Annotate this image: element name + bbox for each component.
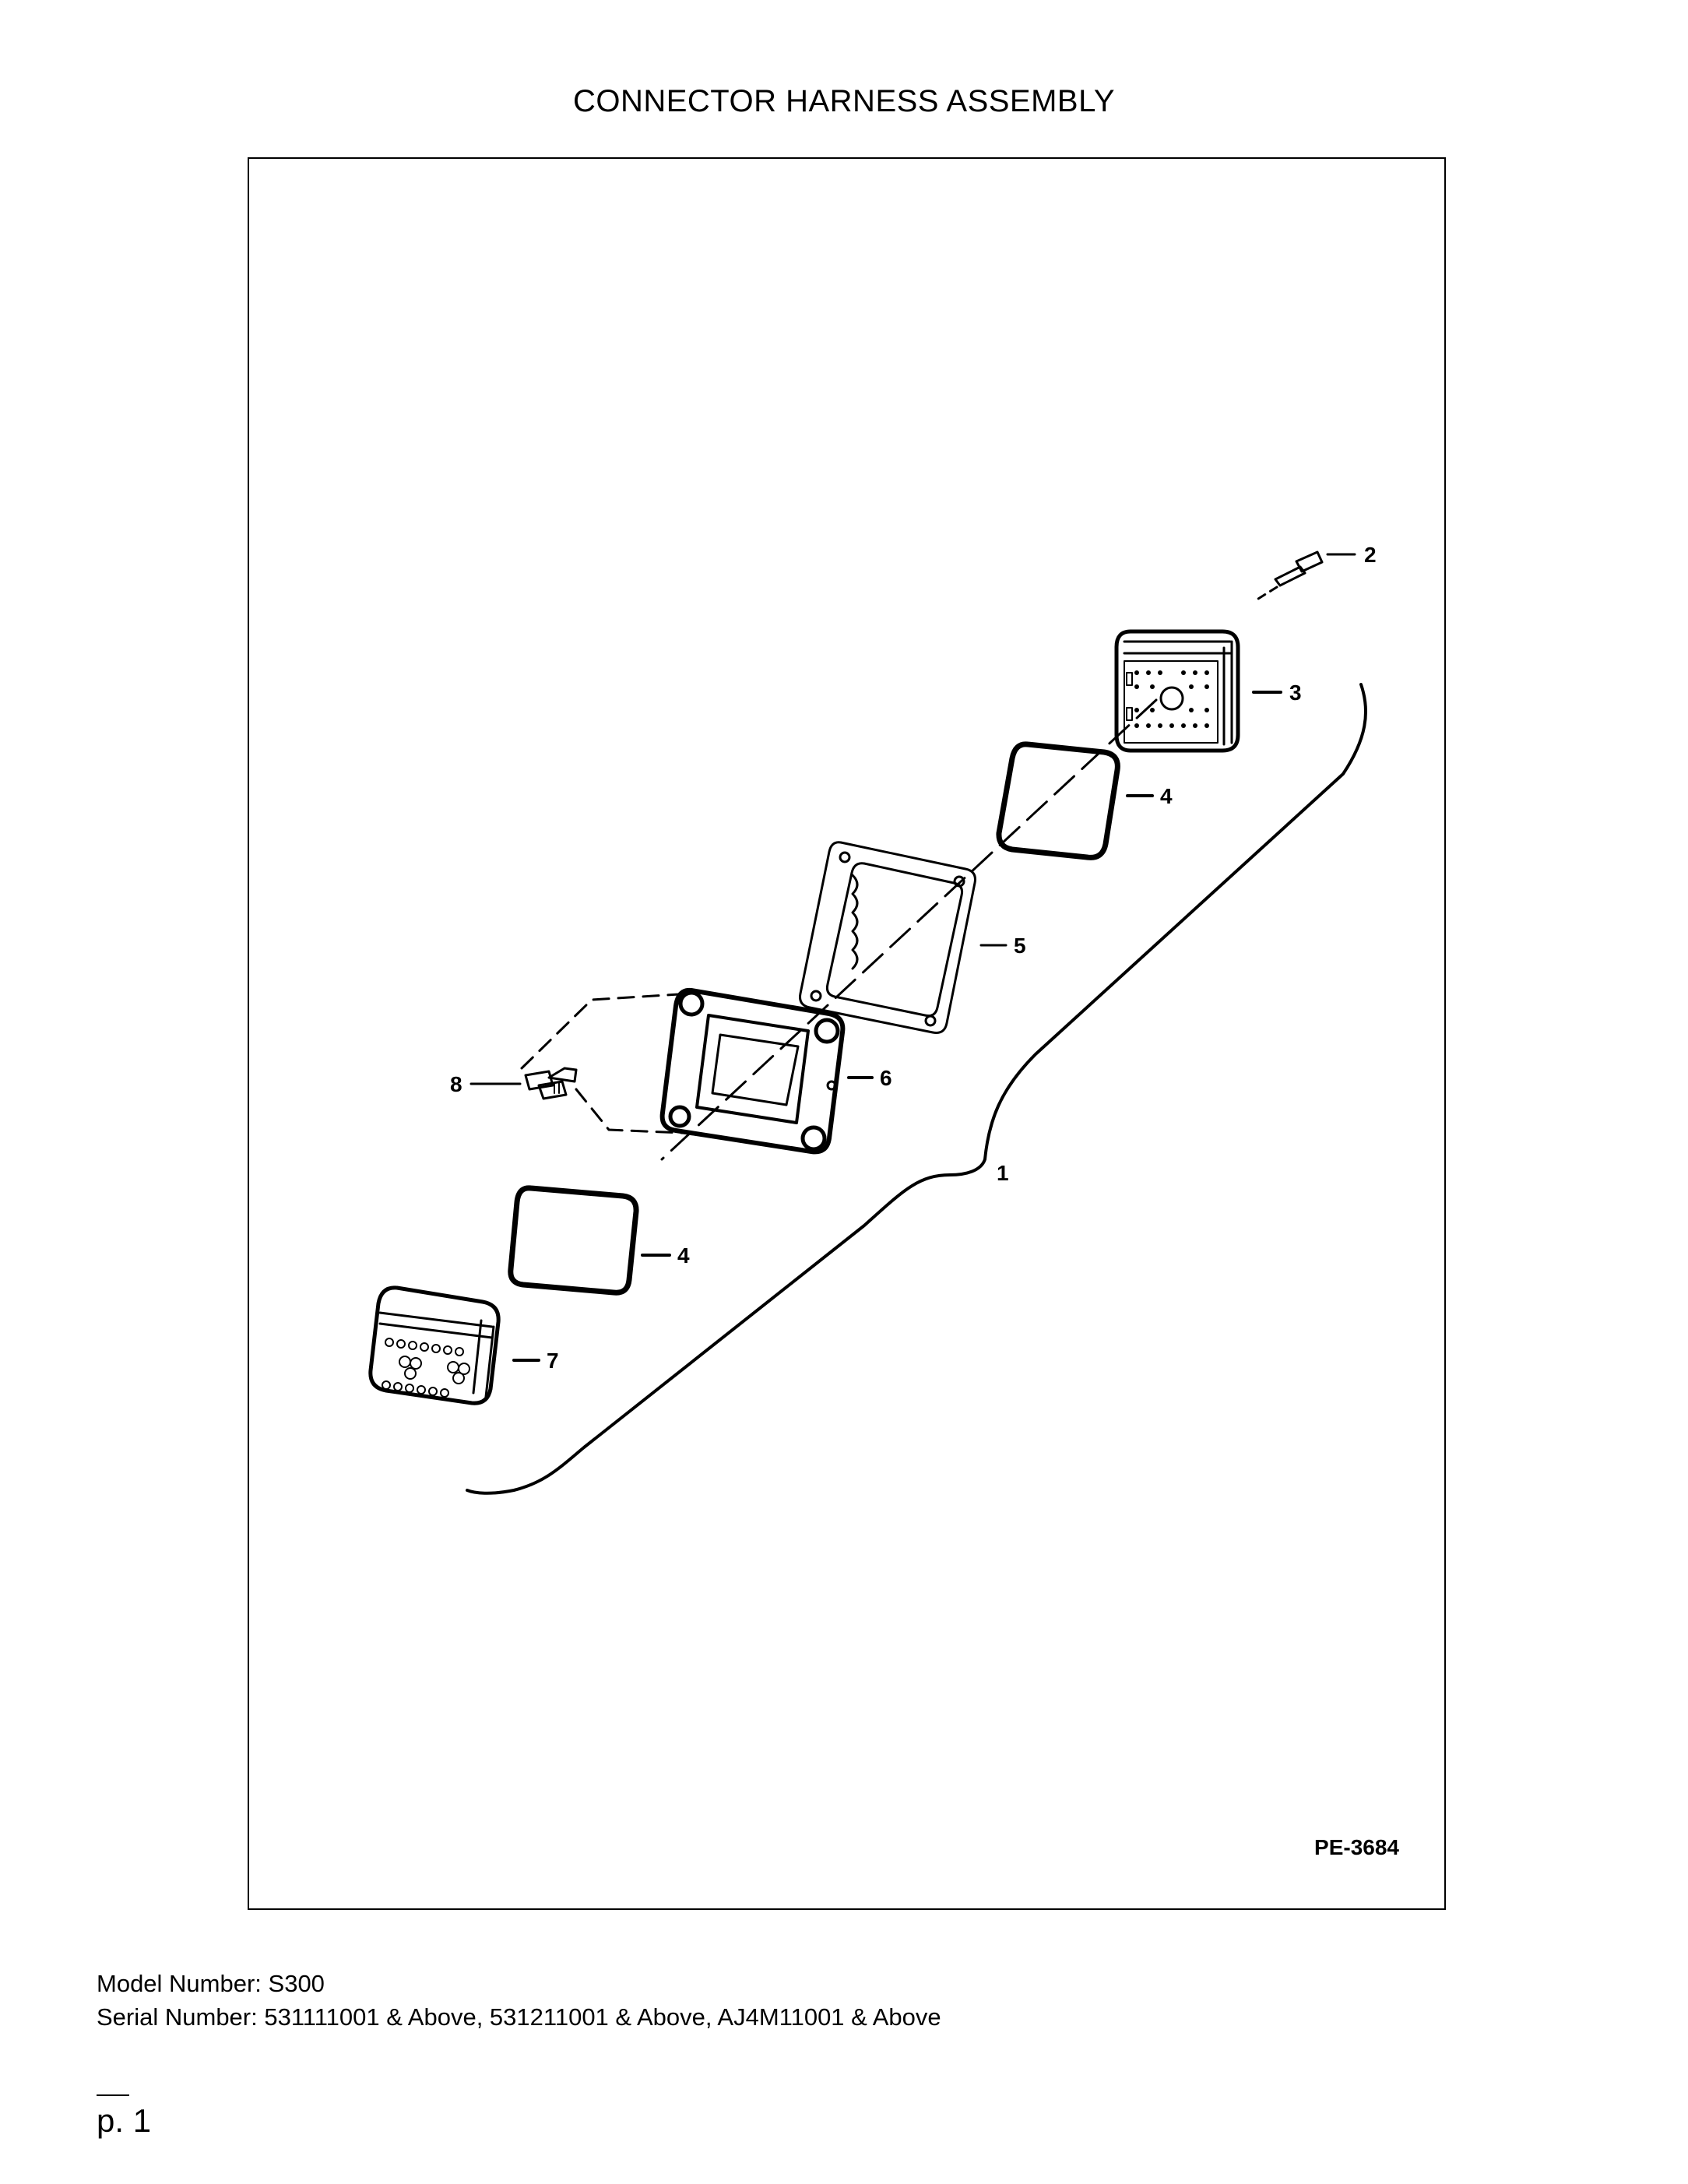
callout-6: 6 [880, 1066, 892, 1090]
serial-number-line: Serial Number: 531111001 & Above, 531211… [97, 2003, 941, 2031]
callout-4-lower: 4 [677, 1243, 690, 1268]
callout-3: 3 [1289, 681, 1302, 705]
gasket-part [799, 841, 1008, 1034]
diagram-frame: 2 3 4 5 6 8 1 4 7 PE-3684 [248, 157, 1446, 1910]
page-number: p. 1 [97, 2102, 152, 2139]
clip-part [469, 990, 718, 1135]
connector-body-part [368, 1285, 540, 1405]
seal-part-lower [508, 1185, 671, 1296]
seal-part-upper [996, 741, 1154, 860]
page-divider [97, 2094, 129, 2096]
callout-2: 2 [1364, 543, 1377, 567]
screw-part [1257, 550, 1356, 600]
model-number-line: Model Number: S300 [97, 1970, 325, 1997]
connector-end-part [1114, 629, 1282, 753]
figure-reference-code: PE-3684 [1314, 1835, 1399, 1859]
callout-8: 8 [450, 1072, 462, 1096]
callout-7: 7 [547, 1349, 559, 1373]
assembly-axis [660, 698, 1158, 1161]
exploded-parts-diagram: 2 3 4 5 6 8 1 4 7 [368, 543, 1377, 1495]
callout-4-upper: 4 [1160, 784, 1173, 808]
housing-part [659, 987, 874, 1155]
group-brace [466, 683, 1368, 1495]
callout-5: 5 [1014, 934, 1026, 958]
callout-1: 1 [997, 1161, 1009, 1185]
page-title: CONNECTOR HARNESS ASSEMBLY [572, 84, 1116, 118]
